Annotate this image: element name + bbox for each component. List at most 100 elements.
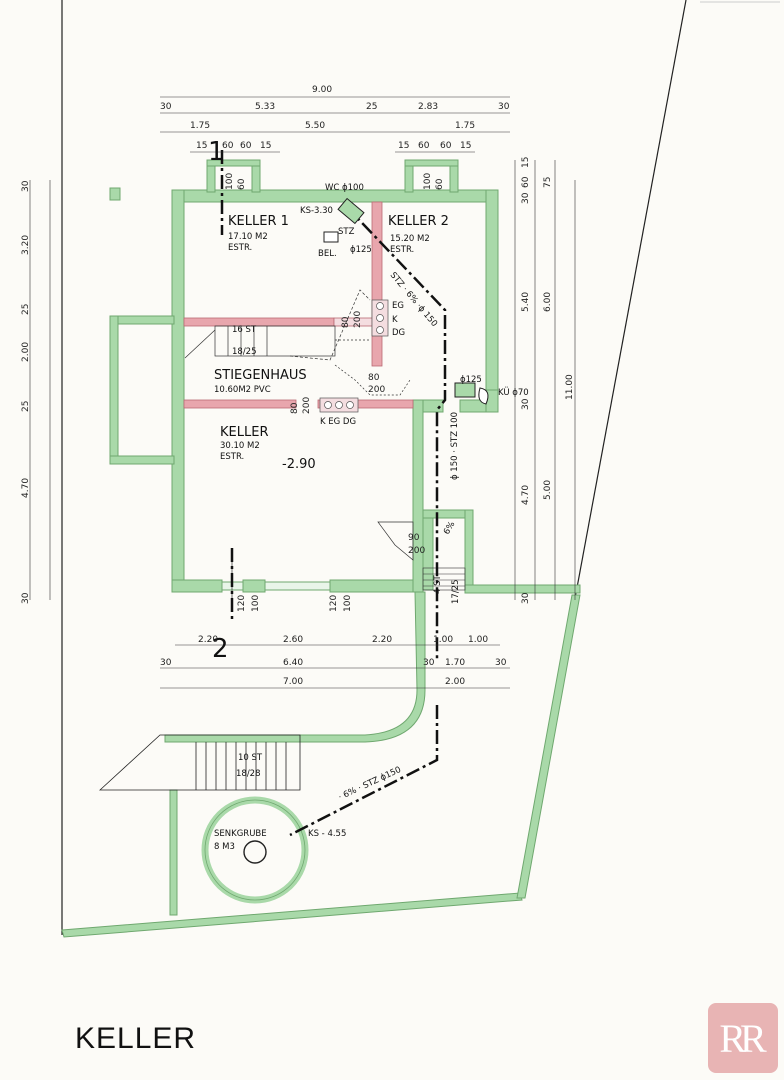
dim-top-row2-4: 30 — [498, 102, 510, 112]
dim-top-row4a-2: 60 — [240, 141, 252, 151]
dim-bottom-r2-3: 1.70 — [445, 658, 465, 668]
bel-label: BEL. — [318, 249, 337, 259]
dim-top-row4a-1: 60 — [222, 141, 234, 151]
section-marker-2: 2 — [212, 634, 229, 664]
dim-inner-4: 80 — [290, 402, 300, 414]
dim-bottom-r2-2: 30 — [423, 658, 435, 668]
dim-bottom-r2-1: 6.40 — [283, 658, 303, 668]
dim-top-row4a-0: 15 — [196, 141, 207, 151]
dim-left-4: 25 — [21, 401, 31, 412]
dim-top-row3-1: 5.50 — [305, 121, 325, 131]
room-keller1-name: KELLER 1 — [228, 214, 289, 229]
garden-walls — [61, 591, 581, 938]
dim-left-1: 3.20 — [21, 235, 31, 255]
dim-bottom-r1-3: 1.00 — [433, 635, 453, 645]
dim-inner-7: 200 — [408, 546, 425, 556]
room-labels: KELLER 1 17.10 M2 ESTR. KELLER 2 15.20 M… — [214, 214, 449, 472]
room-keller2-name: KELLER 2 — [388, 214, 449, 229]
dim-right-c1-3: 5.40 — [521, 292, 531, 312]
stz-label: STZ — [338, 227, 355, 237]
stairs1-label: 16 ST — [232, 325, 257, 335]
dim-inner-11: 100 — [343, 595, 353, 612]
dim-right-c2-0: 75 — [543, 177, 553, 188]
dim-bottom-r1-1: 2.60 — [283, 635, 303, 645]
dim-right-c1-6: 30 — [521, 592, 531, 604]
dim-inner-6: 90 — [408, 533, 420, 543]
drain-pipes — [220, 150, 447, 837]
k-label: K — [392, 315, 398, 325]
room-keller-area: 30.10 M2 — [220, 441, 260, 451]
dim-bottom-r1-0: 2.20 — [198, 635, 218, 645]
dim-bottom-r3-0: 7.00 — [283, 677, 303, 687]
dim-inner-1: 200 — [353, 311, 363, 328]
dim-top-row1: 9.00 — [312, 85, 332, 95]
dim-left-3: 2.00 — [21, 342, 31, 362]
dimension-lines — [29, 96, 576, 689]
dim-top-row3-2: 1.75 — [455, 121, 475, 131]
stairs2-label: 10 ST — [238, 753, 263, 763]
stairs3b-label: 17/25 — [451, 580, 461, 605]
dim-right-c1-0: 15 — [521, 157, 531, 168]
d125-label-a: ϕ125 — [350, 245, 372, 255]
outdoor-stair — [98, 734, 301, 791]
dim-win1-1: 60 — [237, 178, 247, 190]
main-stair — [184, 289, 411, 396]
dim-inner-2: 80 — [368, 373, 380, 383]
annex-stair — [422, 567, 466, 591]
stairs1b-label: 18/25 — [232, 347, 257, 357]
outer-walls — [109, 159, 581, 594]
dim-inner-3: 200 — [368, 385, 385, 395]
dim-top-row4b-1: 60 — [418, 141, 430, 151]
dim-right-c1-1: 60 — [521, 176, 531, 188]
senkgrube — [201, 796, 309, 904]
rr-logo-text: RR — [719, 1015, 766, 1061]
partition-walls — [183, 201, 414, 409]
d125-label-b: ϕ125 — [460, 375, 482, 385]
dim-bottom-r1-2: 2.20 — [372, 635, 392, 645]
eg-label: EG — [392, 301, 404, 311]
dim-top-row2-3: 2.83 — [418, 102, 438, 112]
dim-right-c2-2: 5.00 — [543, 480, 553, 500]
room-keller-name: KELLER — [220, 425, 268, 440]
dim-left-6: 30 — [21, 592, 31, 604]
pct6-label: 6% — [442, 520, 457, 537]
dim-inner-0: 80 — [341, 316, 351, 328]
floor-level: -2.90 — [282, 457, 316, 472]
dim-bottom-r1-4: 1.00 — [468, 635, 488, 645]
wc-label: WC ϕ100 — [325, 183, 364, 193]
plan-title: KELLER — [75, 1022, 197, 1055]
fittings — [109, 187, 489, 405]
dim-inner-10: 120 — [329, 595, 339, 612]
dim-top-row4a-3: 15 — [260, 141, 271, 151]
dim-left-2: 25 — [21, 304, 31, 315]
dim-inner-5: 200 — [302, 397, 312, 414]
dim-bottom-r3-1: 2.00 — [445, 677, 465, 687]
dim-top-row4b-0: 15 — [398, 141, 409, 151]
dim-inner-9: 100 — [251, 595, 261, 612]
dim-top-row3-0: 1.75 — [190, 121, 210, 131]
k-eg-dg-label: K EG DG — [320, 417, 356, 427]
dim-top-row4b-2: 60 — [440, 141, 452, 151]
ks-label-1: KS-3.30 — [300, 206, 333, 216]
dim-top-row2-1: 5.33 — [255, 102, 275, 112]
dim-left-5: 4.70 — [21, 478, 31, 498]
room-keller2-area: 15.20 M2 — [390, 234, 430, 244]
dim-bottom-r2-0: 30 — [160, 658, 172, 668]
chimney-flues — [319, 299, 389, 413]
dimension-labels: 9.00 30 5.33 25 2.83 30 1.75 5.50 1.75 1… — [21, 85, 575, 687]
room-keller1-area: 17.10 M2 — [228, 232, 268, 242]
dim-right-c1-2: 30 — [521, 192, 531, 204]
stairs3-label: 4 ST — [433, 574, 443, 594]
senkgrube-label: SENKGRUBE — [214, 829, 267, 839]
dim-top-row2-0: 30 — [160, 102, 172, 112]
ks-label-2: KS - 4.55 — [308, 829, 346, 839]
room-keller1-finish: ESTR. — [228, 243, 252, 253]
dim-win2-0: 100 — [423, 173, 433, 190]
ku-label: KÜ ϕ70 — [498, 387, 529, 398]
dim-top-row4b-3: 15 — [460, 141, 471, 151]
room-stiegenhaus-name: STIEGENHAUS — [214, 368, 307, 383]
room-stiegenhaus-area: 10.60M2 PVC — [214, 385, 271, 395]
dim-right-c1-4: 30 — [521, 398, 531, 410]
